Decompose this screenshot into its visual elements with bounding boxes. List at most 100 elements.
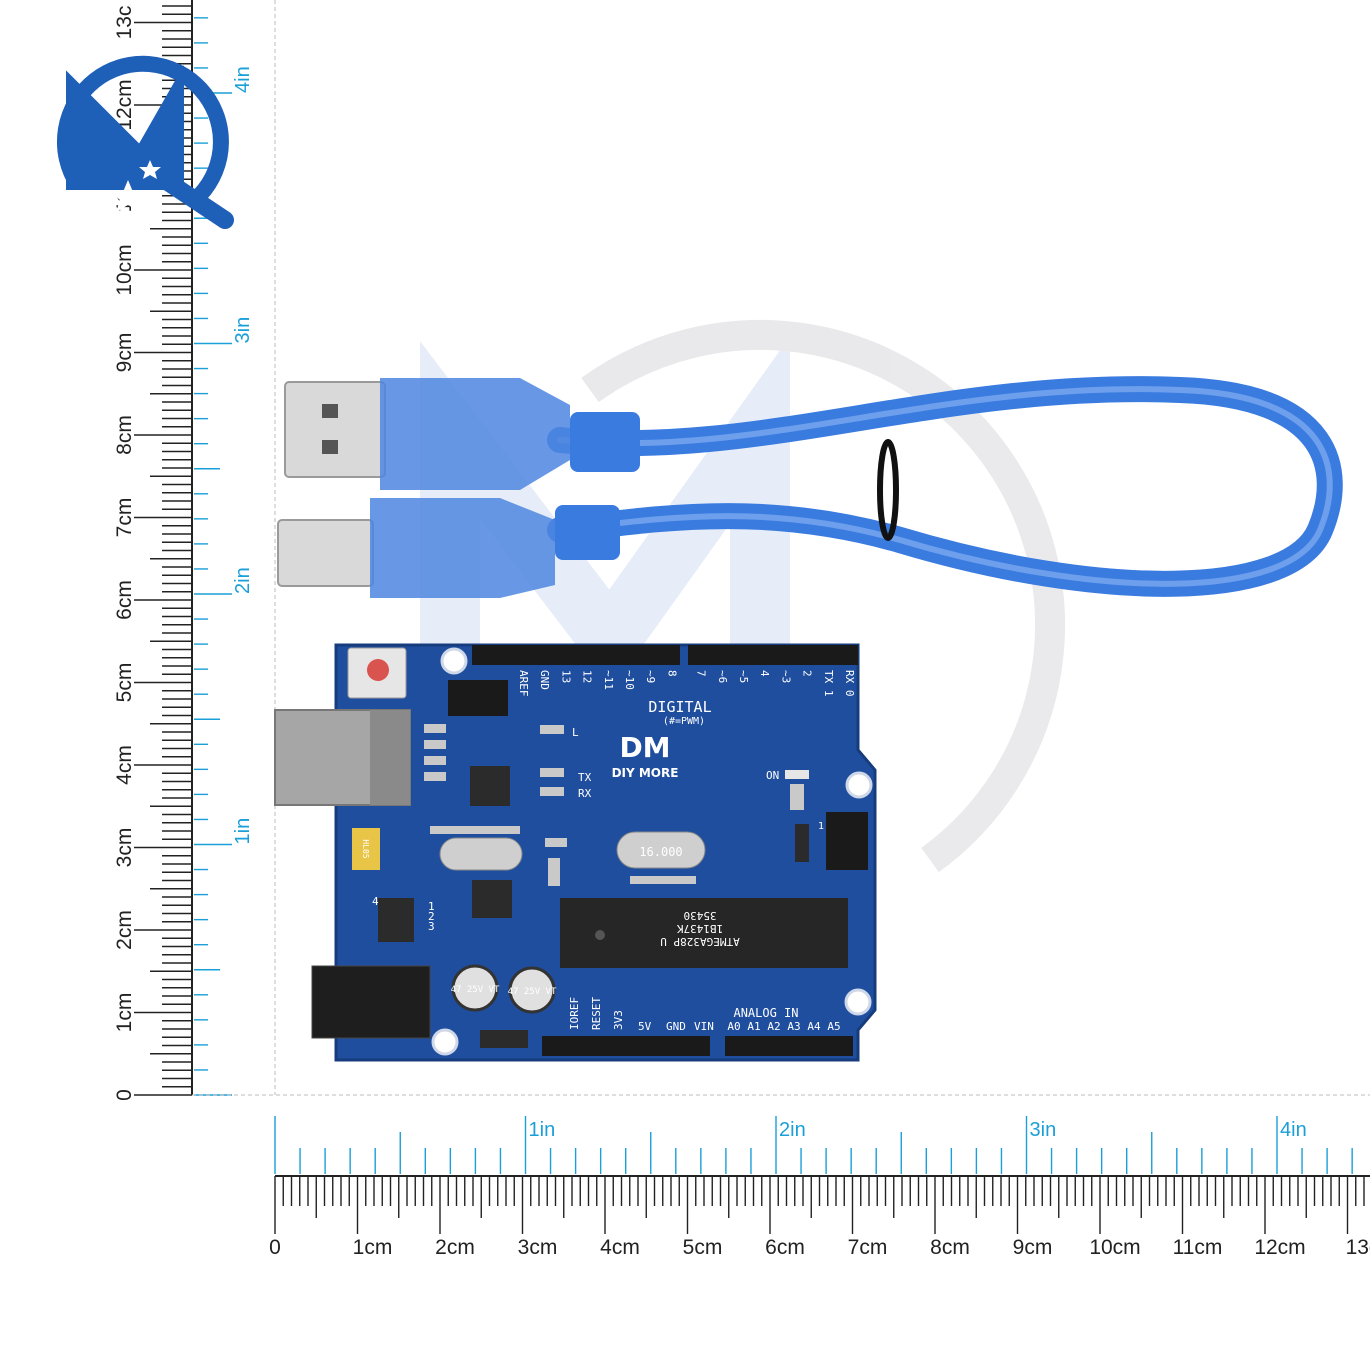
regulator-pin-label: 1 — [428, 900, 435, 913]
fuse-label: HL05 — [361, 839, 370, 858]
fuse — [352, 828, 380, 870]
power-pin-label: 5V — [638, 1020, 652, 1033]
vertical-ruler: 01cm2cm3cm4cm5cm6cm7cm8cm9cm10cm11cm12cm… — [113, 0, 254, 1101]
digital-pin-label: ~3 — [779, 670, 792, 683]
digital-header-right — [688, 645, 858, 665]
chip-line-1: ATMEGA328P U — [660, 935, 739, 948]
power-pin-label: GND — [666, 1020, 686, 1033]
ruler-cm-label: 6cm — [765, 1236, 805, 1259]
digital-pin-label: 2 — [801, 670, 814, 677]
analog-pin-label: A5 — [827, 1020, 840, 1033]
digital-pin-label: GND — [538, 670, 551, 690]
digital-pin-label: ~9 — [644, 670, 657, 683]
diode — [480, 1030, 528, 1048]
pwm-label: (#=PWM) — [663, 716, 705, 727]
mounting-hole — [844, 988, 872, 1016]
ruler-cm-label: 2cm — [113, 910, 136, 950]
ruler-cm-label: 9cm — [113, 333, 136, 373]
power-header — [542, 1036, 710, 1056]
ruler-cm-label: 7cm — [848, 1236, 888, 1259]
icsp-header-usb — [448, 680, 508, 716]
rx-led-label: RX — [578, 787, 592, 800]
digital-pin-label: RX 0 — [843, 670, 856, 697]
ruler-cm-label: 0 — [113, 1089, 136, 1101]
chip-line-3: 35430 — [683, 909, 716, 922]
digital-header-left — [472, 645, 680, 665]
digital-pin-label: ~11 — [602, 670, 615, 690]
digital-pin-label: 4 — [758, 670, 771, 677]
mounting-hole — [845, 771, 873, 799]
ruler-cm-label: 8cm — [113, 415, 136, 455]
crystal-label: 16.000 — [639, 845, 682, 859]
power-pin-label: IOREF — [568, 997, 581, 1030]
digital-pin-label: ~5 — [737, 670, 750, 683]
ruler-cm-label: 10cm — [1089, 1236, 1140, 1259]
ruler-cm-label: 9cm — [1013, 1236, 1053, 1259]
ruler-in-label: 3in — [232, 317, 254, 344]
power-pin-label: 3V3 — [612, 1010, 625, 1030]
ruler-cm-label: 4cm — [113, 745, 136, 785]
analog-label: ANALOG IN — [733, 1006, 798, 1020]
atmega-chip — [560, 898, 848, 968]
capacitor-label: 47 25V VT — [451, 985, 500, 995]
ruler-cm-label: 8cm — [930, 1236, 970, 1259]
led-l-label: L — [572, 726, 579, 739]
crystal-small — [439, 837, 523, 871]
ruler-cm-label: 1cm — [353, 1236, 393, 1259]
ruler-cm-label: 5cm — [683, 1236, 723, 1259]
regulator-pin-label: 4 — [372, 895, 379, 908]
brand-name: DIY MORE — [612, 766, 679, 780]
icsp-header — [826, 812, 868, 870]
digital-pin-label: 8 — [665, 670, 678, 677]
ruler-cm-label: 1cm — [113, 993, 136, 1033]
dc-barrel-jack — [311, 965, 431, 1039]
digital-pin-label: 7 — [695, 670, 708, 677]
ruler-cm-label: 10cm — [113, 244, 136, 295]
ruler-cm-label: 4cm — [600, 1236, 640, 1259]
analog-header — [725, 1036, 853, 1056]
ruler-in-label: 1in — [232, 818, 254, 845]
horizontal-ruler: 0 1cm 2cm 3cm 4cm 5cm 6cm 7cm 8cm 9cm 10cm 11cm 12cm… — [269, 1116, 1370, 1259]
ruler-cm-label: 12cm — [113, 79, 136, 130]
ruler-cm-label: 3cm — [113, 828, 136, 868]
crystal-main — [616, 831, 706, 869]
on-label: ON — [766, 769, 779, 782]
ruler-in-label: 4in — [1280, 1119, 1307, 1141]
ruler-in-label: 2in — [232, 567, 254, 594]
digital-pin-label: ~10 — [623, 670, 636, 690]
ruler-cm-label: 12cm — [1254, 1236, 1305, 1259]
power-pin-label: RESET — [590, 997, 603, 1030]
analog-pin-label: A4 — [807, 1020, 821, 1033]
mq-star-logo-icon — [56, 55, 234, 229]
ruler-cm-label: 11cm — [1173, 1236, 1223, 1259]
ruler-cm-label: 7cm — [113, 498, 136, 538]
capacitor — [508, 966, 556, 1014]
ruler-in-label: 3in — [1030, 1119, 1057, 1141]
regulator-pin-labels: 4 123 — [372, 895, 435, 933]
brand-mark: DM — [619, 731, 670, 764]
smd-components — [424, 724, 809, 886]
capacitor-label: 47 25V VT — [508, 987, 557, 997]
analog-pin-label: A2 — [767, 1020, 780, 1033]
icsp-pin-one: 1 — [818, 821, 824, 832]
regulator-pin-label: 3 — [428, 920, 435, 933]
ruler-in-label: 4in — [232, 66, 254, 93]
ruler-cm-label: 3cm — [518, 1236, 558, 1259]
digital-pin-label: TX 1 — [822, 670, 835, 697]
regulator-chip — [472, 880, 512, 918]
digital-pin-label: 12 — [581, 670, 594, 683]
digital-label: DIGITAL — [648, 698, 711, 716]
regulator-pin-label: 2 — [428, 910, 435, 923]
analog-pin-label: A3 — [787, 1020, 800, 1033]
digital-pin-label: AREF — [517, 670, 530, 697]
voltage-regulator — [378, 898, 414, 942]
analog-pin-label: A0 — [727, 1020, 740, 1033]
ruler-cm-label: 0 — [269, 1236, 281, 1259]
ruler-cm-label: 13c — [113, 6, 136, 40]
ruler-cm-label: 2cm — [435, 1236, 475, 1259]
ruler-in-label: 1in — [529, 1119, 556, 1141]
